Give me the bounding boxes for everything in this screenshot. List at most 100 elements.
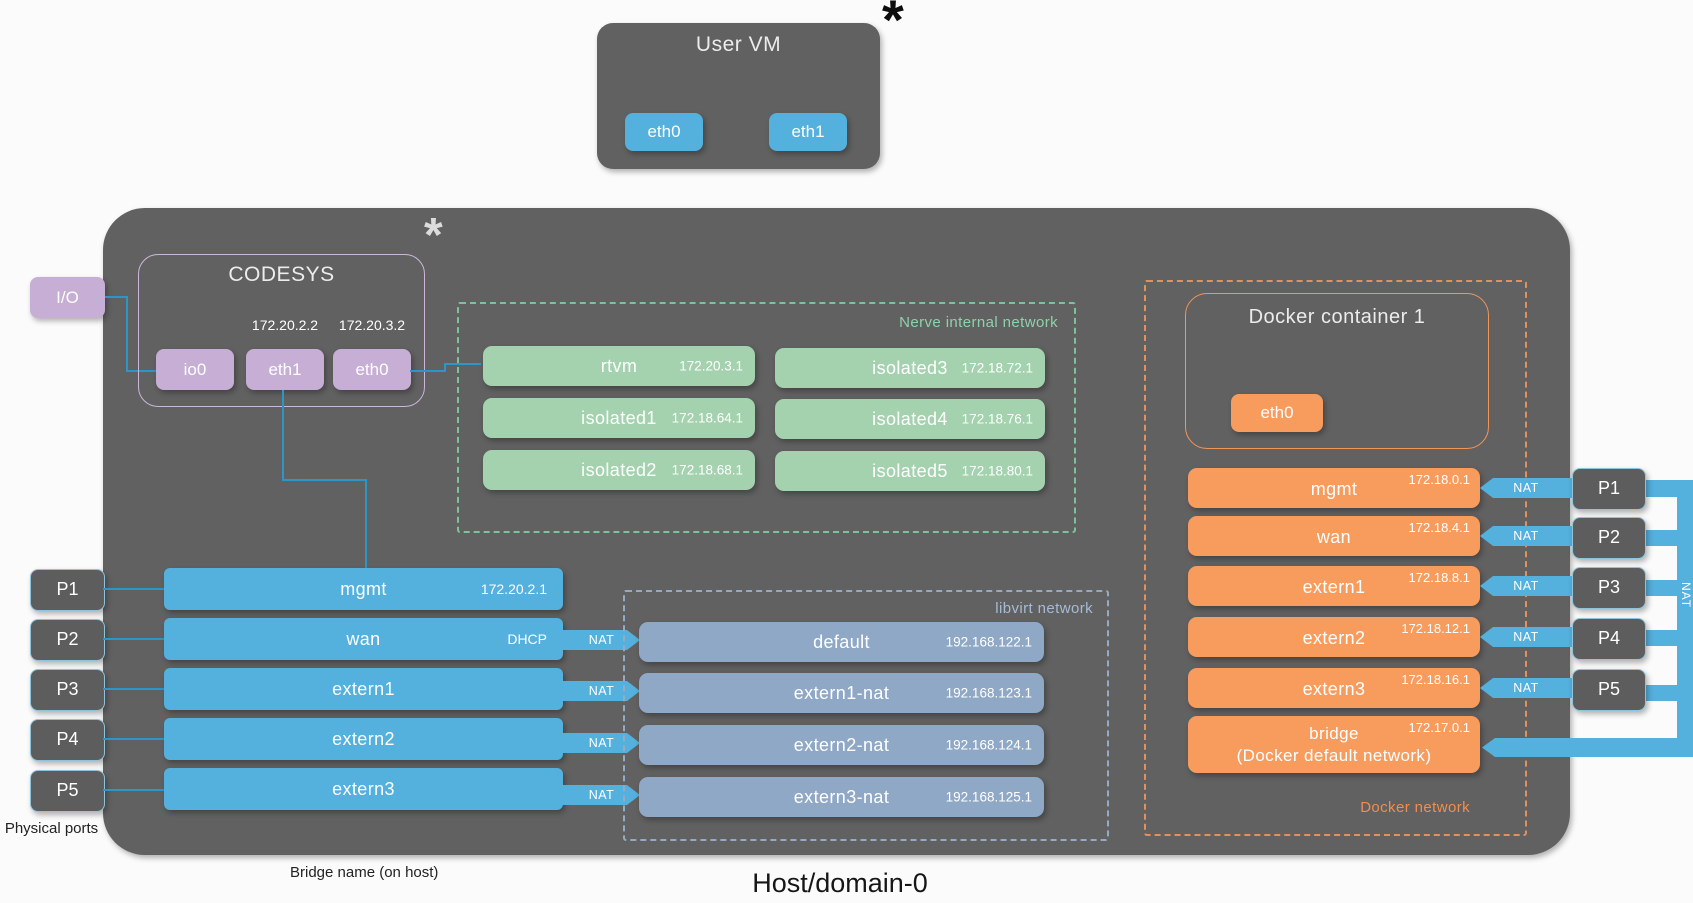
bridge-link-bar bbox=[1482, 738, 1693, 757]
port-right-p5: P5 bbox=[1572, 669, 1646, 711]
codesys-eth1-ip: 172.20.2.2 bbox=[251, 317, 319, 333]
port-left-p2: P2 bbox=[30, 619, 105, 661]
connector-eth1-v2 bbox=[365, 479, 367, 568]
codesys-title: CODESYS bbox=[228, 263, 335, 286]
nat-arrow-extern1-p3: NAT bbox=[1480, 576, 1572, 596]
connector-p5-extern3 bbox=[103, 789, 164, 791]
nat-trunk-bar bbox=[1677, 480, 1693, 757]
nat-arrow-extern3-nat: NAT bbox=[563, 785, 640, 805]
nerve-item-ip: 172.20.3.1 bbox=[679, 358, 743, 374]
docker-network-box: Docker network bbox=[1144, 280, 1527, 836]
nerve-item-name: isolated3 bbox=[872, 358, 948, 378]
codesys-eth1-interface: eth1 bbox=[246, 349, 324, 390]
docker-network-label: Docker network bbox=[1360, 799, 1470, 816]
user-vm-title: User VM bbox=[695, 33, 782, 56]
nat-arrow-wan-default: NAT bbox=[563, 630, 640, 650]
bridge-extern1: extern1 bbox=[164, 668, 563, 710]
docker-net-subtitle: (Docker default network) bbox=[1236, 746, 1432, 765]
nerve-item-name: isolated5 bbox=[872, 461, 948, 481]
nat-arrow-wan-p2: NAT bbox=[1480, 526, 1572, 546]
nat-arrow-extern2-p4: NAT bbox=[1480, 627, 1572, 647]
connector-p1-mgmt bbox=[103, 588, 164, 590]
user-vm-asterisk: * bbox=[882, 0, 904, 51]
docker-net-name: bridge bbox=[1309, 724, 1359, 743]
nerve-item-ip: 172.18.76.1 bbox=[961, 411, 1033, 427]
nat-arrow-extern3-p5: NAT bbox=[1480, 678, 1572, 698]
user-vm-eth1-interface: eth1 bbox=[769, 113, 847, 151]
connector-io-h1 bbox=[105, 296, 128, 298]
docker-net-extern3: extern3 172.18.16.1 bbox=[1188, 668, 1480, 708]
nerve-item-isolated1: isolated1 172.18.64.1 bbox=[483, 398, 755, 438]
docker-net-name: extern1 bbox=[1302, 577, 1366, 597]
nerve-item-name: isolated2 bbox=[581, 460, 657, 480]
codesys-eth0-interface: eth0 bbox=[333, 349, 411, 390]
nerve-item-ip: 172.18.64.1 bbox=[671, 410, 743, 426]
docker-net-extern2: extern2 172.18.12.1 bbox=[1188, 617, 1480, 657]
libvirt-item-ip: 192.168.122.1 bbox=[945, 634, 1032, 650]
docker-net-ip: 172.18.8.1 bbox=[1408, 570, 1470, 585]
docker-net-name: extern3 bbox=[1302, 679, 1366, 699]
bridge-name: mgmt bbox=[340, 579, 387, 599]
bridge-wan: wan DHCP bbox=[164, 618, 563, 660]
port-right-p4: P4 bbox=[1572, 618, 1646, 660]
libvirt-item-default: default 192.168.122.1 bbox=[639, 622, 1044, 662]
codesys-eth0-ip: 172.20.3.2 bbox=[338, 317, 406, 333]
bridge-tag: DHCP bbox=[507, 631, 547, 647]
libvirt-item-ip: 192.168.125.1 bbox=[945, 789, 1032, 805]
port-left-p5: P5 bbox=[30, 770, 105, 812]
connector-eth1-v1 bbox=[282, 390, 284, 481]
nerve-item-isolated5: isolated5 172.18.80.1 bbox=[775, 451, 1045, 491]
io-module-box: I/O bbox=[30, 277, 105, 318]
host-asterisk: * bbox=[424, 209, 443, 262]
docker-net-name: wan bbox=[1316, 527, 1352, 547]
nerve-item-ip: 172.18.72.1 bbox=[961, 360, 1033, 376]
bridge-mgmt: mgmt 172.20.2.1 bbox=[164, 568, 563, 610]
libvirt-item-ip: 192.168.123.1 bbox=[945, 685, 1032, 701]
docker-net-extern1: extern1 172.18.8.1 bbox=[1188, 566, 1480, 606]
libvirt-item-ip: 192.168.124.1 bbox=[945, 737, 1032, 753]
physical-ports-caption: Physical ports bbox=[4, 820, 99, 837]
bridge-name: extern1 bbox=[332, 679, 395, 699]
docker-container-title: Docker container 1 bbox=[1248, 306, 1426, 328]
docker-container-box: Docker container 1 eth0 bbox=[1185, 293, 1489, 449]
nat-arrow-mgmt-p1: NAT bbox=[1480, 478, 1572, 498]
libvirt-item-extern2-nat: extern2-nat 192.168.124.1 bbox=[639, 725, 1044, 765]
docker-net-name: mgmt bbox=[1310, 479, 1358, 499]
connector-io-v bbox=[126, 296, 128, 372]
bridge-name: wan bbox=[346, 629, 381, 649]
nat-trunk-label: NAT bbox=[1679, 581, 1693, 609]
nerve-item-ip: 172.18.68.1 bbox=[671, 462, 743, 478]
docker-net-ip: 172.17.0.1 bbox=[1408, 720, 1470, 735]
port-left-p1: P1 bbox=[30, 569, 105, 611]
docker-net-ip: 172.18.12.1 bbox=[1401, 621, 1470, 636]
docker-net-name: extern2 bbox=[1302, 628, 1366, 648]
user-vm-eth0-interface: eth0 bbox=[625, 113, 703, 151]
nerve-item-name: isolated1 bbox=[581, 408, 657, 428]
docker-net-wan: wan 172.18.4.1 bbox=[1188, 516, 1480, 556]
docker-net-mgmt: mgmt 172.18.0.1 bbox=[1188, 468, 1480, 508]
libvirt-item-name: extern3-nat bbox=[793, 787, 890, 807]
nerve-item-rtvm: rtvm 172.20.3.1 bbox=[483, 346, 755, 386]
host-domain-label: Host/domain-0 bbox=[752, 868, 928, 898]
nerve-item-name: rtvm bbox=[600, 356, 638, 376]
libvirt-item-extern1-nat: extern1-nat 192.168.123.1 bbox=[639, 673, 1044, 713]
connector-eth0-h2 bbox=[444, 363, 481, 365]
connector-eth0-v bbox=[444, 363, 446, 372]
bridge-extern3: extern3 bbox=[164, 768, 563, 810]
libvirt-network-label: libvirt network bbox=[995, 600, 1093, 617]
connector-io-h2 bbox=[126, 370, 156, 372]
nerve-item-ip: 172.18.80.1 bbox=[961, 463, 1033, 479]
codesys-io0-interface: io0 bbox=[156, 349, 234, 390]
docker-net-ip: 172.18.0.1 bbox=[1408, 472, 1470, 487]
nerve-network-box: Nerve internal network rtvm 172.20.3.1 i… bbox=[457, 302, 1076, 533]
docker-net-ip: 172.18.4.1 bbox=[1408, 520, 1470, 535]
bridge-name-caption: Bridge name (on host) bbox=[290, 864, 439, 881]
libvirt-item-name: extern1-nat bbox=[793, 683, 890, 703]
docker-container-eth0-interface: eth0 bbox=[1231, 394, 1323, 432]
port-right-p1: P1 bbox=[1572, 468, 1646, 510]
connector-eth1-h bbox=[282, 479, 367, 481]
nat-arrow-extern1-nat: NAT bbox=[563, 681, 640, 701]
libvirt-network-box: libvirt network default 192.168.122.1 ex… bbox=[623, 590, 1109, 841]
port-left-p4: P4 bbox=[30, 719, 105, 761]
